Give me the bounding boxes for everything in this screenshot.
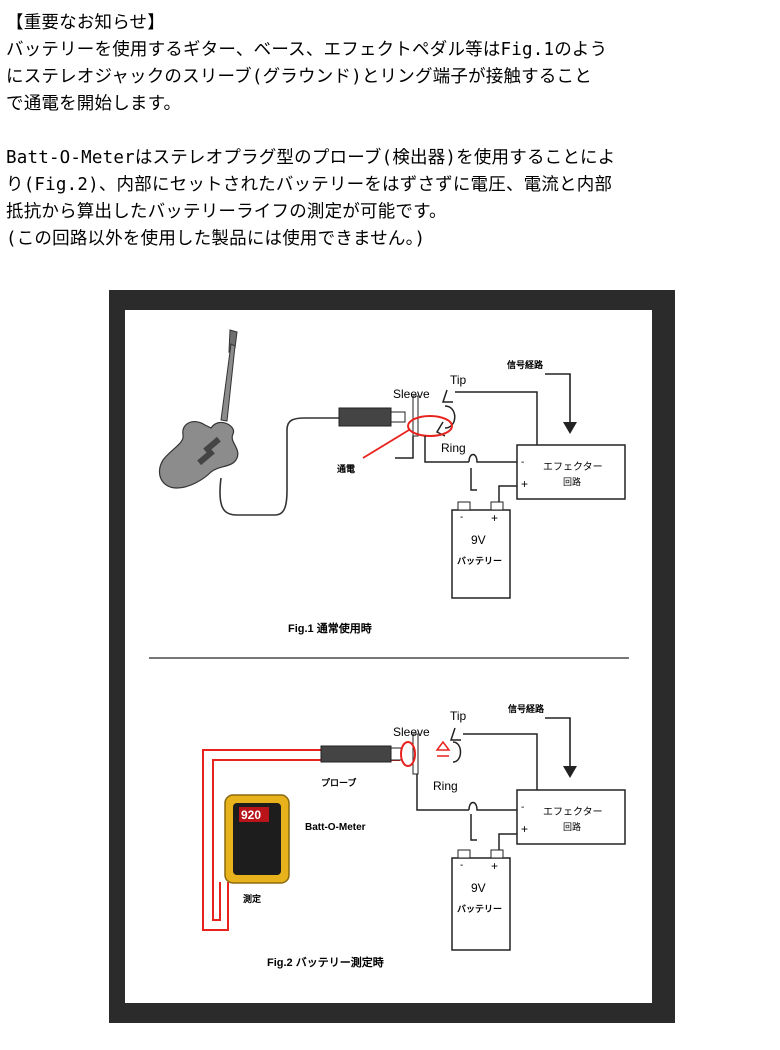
fig2-diagram: プローブ Sleeve Tip Ring 信号経路 (202, 703, 626, 969)
diagram-panel: 通電 Sleeve Tip Ring 信号経路 - + エフェク (125, 310, 652, 1003)
fig1-diagram: 通電 Sleeve Tip Ring 信号経路 - + エフェク (158, 329, 626, 635)
diagram-frame: 通電 Sleeve Tip Ring 信号経路 - + エフェク (109, 290, 675, 1023)
notice-line: バッテリーを使用するギター、ベース、エフェクトペダル等はFig.1のよう (6, 40, 608, 60)
effector-box (516, 444, 626, 500)
notice-line: で通電を開始します。 (6, 94, 182, 114)
battery-plus: + (491, 511, 498, 525)
battery-label: バッテリー (457, 904, 502, 914)
plug-body (338, 407, 392, 427)
jack-sleeve (412, 395, 419, 437)
tip-label: Tip (450, 373, 467, 387)
meter-name-label: Batt-O-Meter (305, 822, 366, 833)
effector-plus: + (521, 822, 528, 836)
battery-box (451, 857, 511, 951)
notice-line: 抵抗から算出したバッテリーライフの測定が可能です。 (6, 202, 447, 222)
battery-label: バッテリー (457, 556, 502, 566)
fig2-caption: Fig.2 バッテリー測定時 (267, 955, 384, 969)
battery-box (451, 509, 511, 599)
effector-plus: + (521, 477, 528, 491)
meter-display: 920 (241, 808, 261, 822)
effector-label-circuit: 回路 (563, 476, 581, 487)
effector-label: エフェクター (543, 461, 603, 473)
battery-minus: - (460, 860, 463, 871)
sleeve-label: Sleeve (393, 725, 430, 739)
signal-path-label: 信号経路 (508, 703, 545, 714)
notice-line: り(Fig.2)、内部にセットされたバッテリーをはずさずに電圧、電流と内部 (6, 175, 613, 195)
tip-label: Tip (450, 709, 467, 723)
notice-line: (この回路以外を使用した製品には使用できません。) (6, 229, 426, 249)
effector-minus: - (521, 802, 524, 813)
effector-label-circuit: 回路 (563, 821, 581, 832)
sleeve-label: Sleeve (393, 387, 430, 401)
notice-line: Batt-O-Meterはステレオプラグ型のプローブ(検出器)を使用することによ (6, 148, 616, 168)
battery-voltage: 9V (471, 533, 486, 547)
signal-path-label: 信号経路 (507, 359, 544, 370)
probe-label: プローブ (321, 777, 356, 788)
guitar-icon (158, 329, 239, 489)
conduction-highlight (407, 415, 453, 437)
fig1-caption: Fig.1 通常使用時 (288, 621, 372, 635)
guitar-cable (219, 417, 339, 516)
effector-label: エフェクター (543, 806, 603, 818)
probe-cable (202, 749, 400, 931)
effector-box (516, 789, 626, 845)
effector-minus: - (521, 457, 524, 468)
battery-voltage: 9V (471, 881, 486, 895)
measure-label: 測定 (243, 893, 262, 904)
probe-plug (320, 745, 392, 763)
battery-plus: + (491, 859, 498, 873)
ring-label: Ring (441, 441, 466, 455)
notice-text: 【重要なお知らせ】 バッテリーを使用するギター、ベース、エフェクトペダル等はFi… (6, 10, 776, 253)
notice-heading: 【重要なお知らせ】 (6, 13, 165, 33)
conduction-label: 通電 (337, 463, 355, 474)
notice-line: にステレオジャックのスリーブ(グラウンド)とリング端子が接触すること (6, 67, 592, 87)
battery-minus: - (460, 512, 463, 523)
ring-label: Ring (433, 779, 458, 793)
